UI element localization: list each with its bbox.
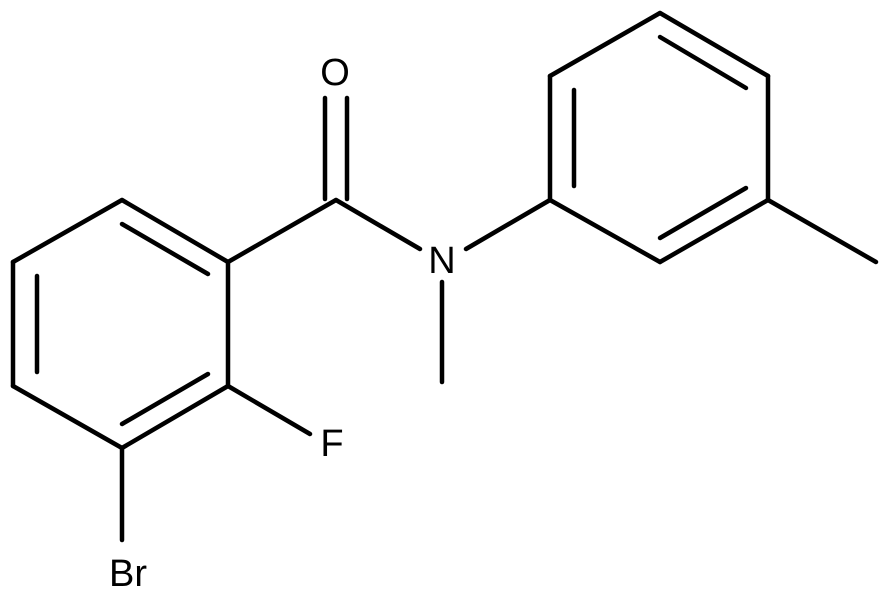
bond-ring2-c5-c6	[657, 197, 771, 265]
bond-ring1-c5-c6	[119, 383, 231, 451]
bond-ring1-c1-c2	[119, 197, 231, 265]
nitrogen-atom-label: N	[428, 240, 455, 282]
bond-n-aryl	[463, 197, 553, 252]
bond-ring1-c1-c2-inner	[119, 221, 211, 277]
bond-ring1-c5-c6-inner	[119, 371, 211, 427]
bond-ring2-c5-c6-inner	[657, 185, 749, 241]
fluorine-atom-label: F	[320, 423, 343, 465]
bond-aryl-methyl	[765, 197, 879, 265]
right-benzene-ring	[547, 10, 771, 265]
bond-ring2-c3-c4-inner	[657, 34, 749, 91]
bromine-atom-label: Br	[109, 553, 147, 595]
bond-carbonyl-nitrogen	[333, 197, 423, 252]
bond-ring2-c6-c1	[547, 197, 663, 265]
bond-ring-carbonyl	[225, 197, 339, 265]
oxygen-atom-label: O	[320, 52, 350, 94]
bond-ring2-c3-c4	[657, 10, 771, 79]
bond-ring1-c4-c5	[10, 383, 125, 451]
bond-ring2-c2-c3	[547, 10, 663, 79]
bond-ring1-c2-c3	[10, 197, 125, 265]
bond-c-f	[225, 383, 313, 437]
left-benzene-ring	[10, 197, 231, 451]
